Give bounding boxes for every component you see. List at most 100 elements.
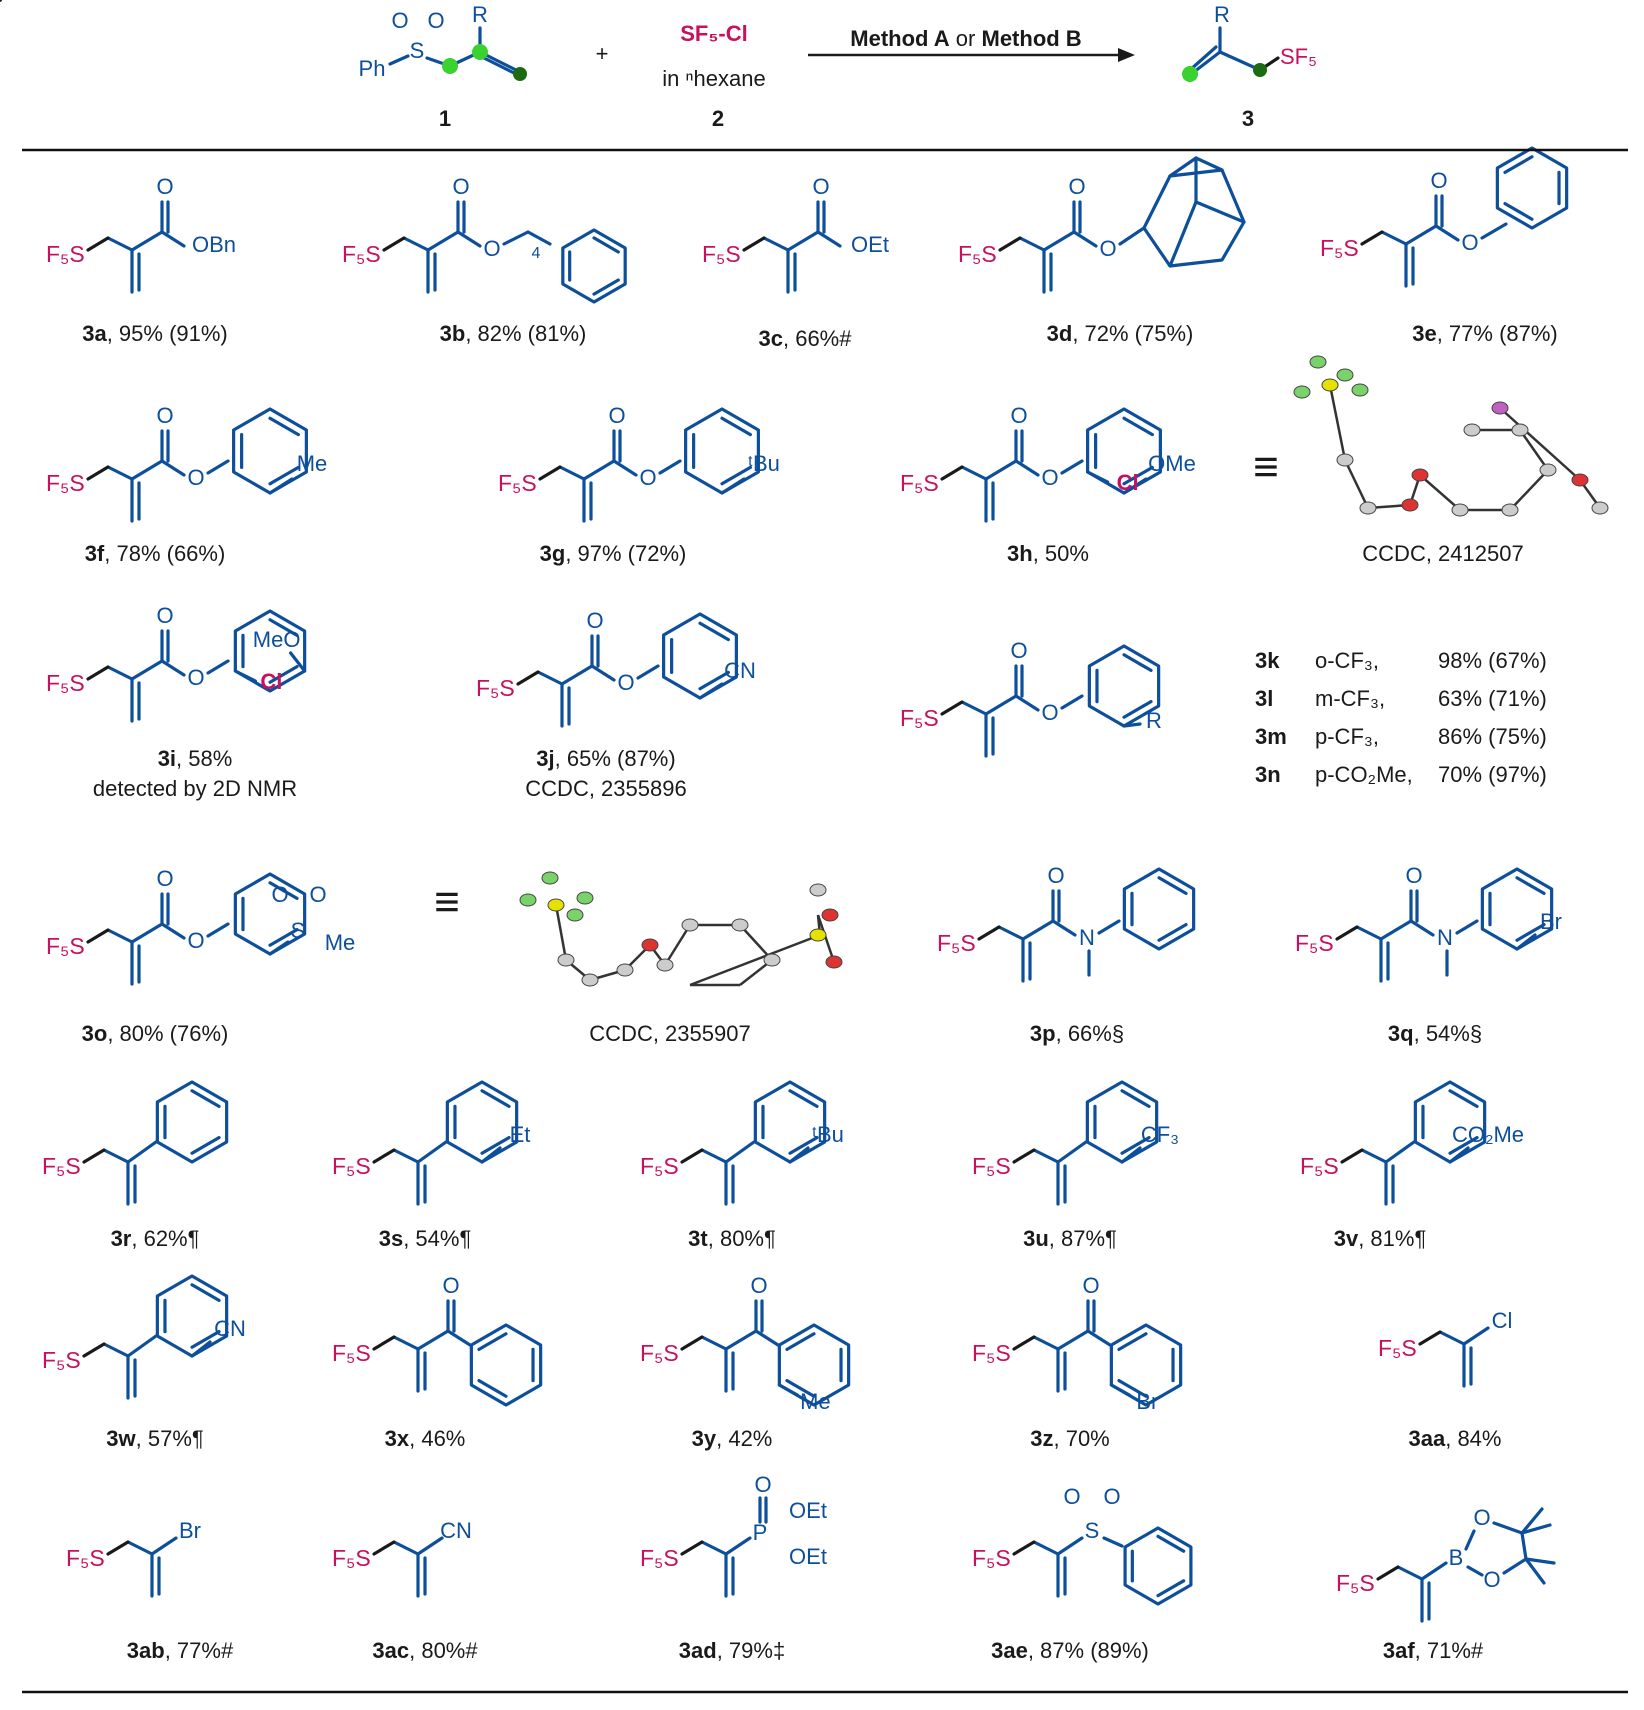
compound-id: 3ab bbox=[127, 1638, 165, 1663]
s-c-bond bbox=[1376, 1565, 1400, 1581]
bond bbox=[1480, 222, 1508, 240]
aromatic-double-bond bbox=[1122, 653, 1153, 673]
benzene-ring bbox=[233, 609, 307, 693]
bond bbox=[724, 1536, 752, 1556]
crystal-bond bbox=[816, 914, 836, 963]
ester-o: O bbox=[1099, 236, 1116, 261]
bond bbox=[1056, 1140, 1088, 1164]
bond bbox=[416, 1140, 448, 1164]
compound-id: 3y bbox=[692, 1426, 717, 1451]
pinacol-o: O bbox=[1473, 1505, 1490, 1530]
bond bbox=[526, 230, 552, 246]
aromatic-double-bond bbox=[190, 1089, 221, 1109]
series-yield: 70% (97%) bbox=[1438, 762, 1547, 787]
series-id: 3l bbox=[1255, 686, 1273, 711]
ch2-bond bbox=[102, 1342, 130, 1358]
phosphoryl-o: O bbox=[754, 1472, 771, 1497]
carbonyl-o: O bbox=[586, 608, 603, 633]
aromatic-double-bond bbox=[698, 621, 730, 642]
crystal-atom bbox=[641, 938, 659, 952]
substituent: Et bbox=[510, 1122, 531, 1147]
compound-label: 3y, 42% bbox=[692, 1426, 773, 1451]
s-c-bond bbox=[1335, 925, 1359, 941]
compound-id: 3u bbox=[1023, 1226, 1049, 1251]
crystal-atom bbox=[763, 953, 781, 967]
s-c-bond bbox=[998, 236, 1022, 252]
crystal-atom bbox=[1571, 473, 1589, 487]
aromatic-double-bond bbox=[1515, 876, 1546, 896]
compound-id: 3b bbox=[440, 321, 466, 346]
ester-o: O bbox=[483, 236, 500, 261]
c-c-bond bbox=[786, 230, 820, 252]
bond bbox=[1086, 470, 1110, 484]
c-c-bond bbox=[560, 664, 594, 686]
s-c-bond bbox=[1012, 1148, 1036, 1164]
series-sub: p-CO₂Me, bbox=[1315, 762, 1413, 787]
compound-yield: , 87% (89%) bbox=[1028, 1638, 1149, 1663]
bond bbox=[1520, 1507, 1544, 1535]
compound-id: 3p bbox=[1030, 1021, 1056, 1046]
ester-group: OEt bbox=[851, 232, 889, 257]
carbonyl-o: O bbox=[156, 603, 173, 628]
compound-label: 3ac, 80%# bbox=[372, 1638, 478, 1663]
substituent: CN bbox=[440, 1518, 472, 1543]
ph-label: Ph bbox=[359, 56, 386, 81]
chloro: Cl bbox=[1117, 470, 1139, 495]
carbonyl-o: O bbox=[812, 174, 829, 199]
sf5-label: F₅S bbox=[702, 241, 741, 267]
compound-yield: , 66%§ bbox=[1056, 1021, 1125, 1046]
compound-id: 3d bbox=[1047, 321, 1073, 346]
crystal-atom bbox=[1309, 355, 1327, 369]
bond bbox=[698, 682, 724, 700]
bond bbox=[754, 1329, 780, 1347]
c-c-bond bbox=[426, 230, 460, 252]
benzene-ring bbox=[232, 407, 308, 495]
crystal-atom bbox=[1293, 385, 1311, 399]
bond bbox=[1218, 50, 1262, 72]
bond bbox=[777, 1383, 799, 1397]
ccdc-label: CCDC, 2355907 bbox=[589, 1021, 750, 1046]
ethoxy: OEt bbox=[789, 1544, 827, 1569]
bond bbox=[126, 1334, 158, 1358]
sulfonyl-o: O bbox=[427, 8, 444, 33]
crystal-atom bbox=[731, 918, 749, 932]
bond bbox=[1102, 1536, 1124, 1548]
compound-id: 3r bbox=[111, 1226, 132, 1251]
crystal-bond bbox=[663, 924, 692, 966]
carbonyl-o: O bbox=[442, 1273, 459, 1298]
compound-label: 3w, 57%¶ bbox=[106, 1426, 203, 1451]
ester-bond bbox=[590, 664, 616, 682]
compound-id: 3g bbox=[540, 541, 566, 566]
sf5-label: F₅S bbox=[1320, 235, 1359, 261]
c-c-bond bbox=[984, 694, 1018, 716]
compound-label: 3g, 97% (72%) bbox=[540, 541, 687, 566]
sf5-label: F₅S bbox=[640, 1153, 679, 1179]
aromatic-double-bond bbox=[785, 1378, 816, 1398]
s-c-bond bbox=[86, 236, 110, 252]
bond bbox=[1462, 1326, 1490, 1346]
ch2-bond bbox=[1438, 1330, 1466, 1346]
series-yield: 86% (75%) bbox=[1438, 724, 1547, 749]
crystal-atom bbox=[1451, 503, 1469, 517]
s-c-bond bbox=[680, 1540, 704, 1556]
compound-yield: , 54%¶ bbox=[403, 1226, 471, 1251]
bond bbox=[1109, 1383, 1131, 1397]
substituent: Br bbox=[1540, 909, 1562, 934]
bond bbox=[416, 1329, 450, 1351]
bond bbox=[388, 54, 410, 66]
sulfonyl-o: O bbox=[309, 882, 326, 907]
crystal-atom bbox=[1351, 383, 1369, 397]
sf5-label: F₅S bbox=[498, 470, 537, 496]
benzene-ring bbox=[1495, 146, 1569, 230]
compound-label: 3p, 66%§ bbox=[1030, 1021, 1124, 1046]
carbonyl-o: O bbox=[1010, 403, 1027, 428]
ester-o: O bbox=[617, 670, 634, 695]
ch2-bond bbox=[1360, 1148, 1388, 1164]
amide-n: N bbox=[1079, 925, 1095, 950]
series-yield: 98% (67%) bbox=[1438, 648, 1547, 673]
compound-label: 3v, 81%¶ bbox=[1334, 1226, 1427, 1251]
sulfonyl-o: O bbox=[1063, 1484, 1080, 1509]
crystal-atom bbox=[809, 883, 827, 897]
ch2-bond bbox=[1032, 1540, 1060, 1556]
